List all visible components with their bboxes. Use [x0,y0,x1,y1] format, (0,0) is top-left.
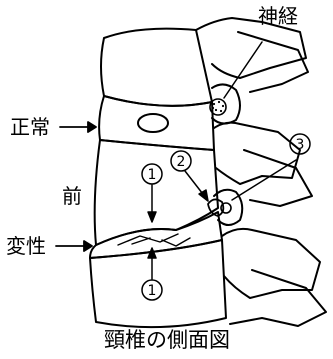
marker-3: 3 [296,137,305,153]
lower-vertebral-body [90,240,226,327]
nerve-dots [212,101,224,112]
front-label: 前 [62,186,82,206]
marker-1-upper-arrow [148,185,156,222]
marker-2-arrow [185,171,208,201]
spinous-process-lower [230,270,326,326]
posterior-element-middle [214,123,300,184]
marker-1-lower: 1 [148,283,157,299]
marker-1-upper: 1 [148,167,157,183]
disc-crack-lines [118,234,190,246]
nerve-label: 神経 [258,6,298,26]
marker-2: 2 [177,154,186,170]
degenerated-label: 変性 [6,236,46,256]
normal-arrow [60,122,96,132]
normal-disc-nucleus [138,114,168,132]
upper-vertebral-body [101,29,212,106]
degenerated-arrow [56,241,92,251]
diagram-caption: 頸椎の側面図 [104,330,230,351]
normal-label: 正常 [10,117,50,137]
marker-3-leader-line [232,160,296,200]
